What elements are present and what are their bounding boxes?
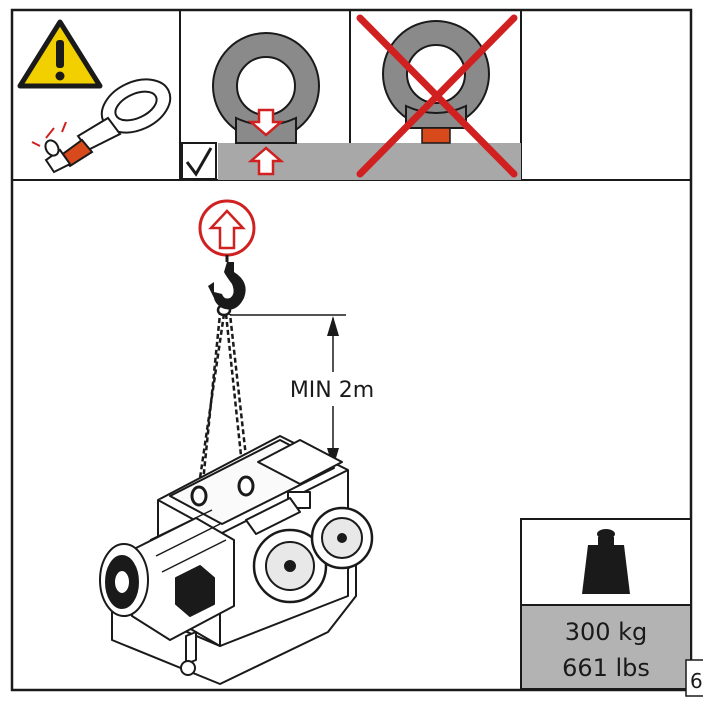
eyebolt-gap-incorrect-icon [382, 20, 490, 144]
dimension-label: MIN 2m [290, 378, 374, 403]
weight-badge: 300 kg 661 lbs [520, 518, 692, 690]
checkmark-icon [181, 142, 217, 180]
mounting-base [218, 143, 350, 180]
vacuum-pump-unit [99, 435, 374, 685]
warning-panel [17, 19, 172, 174]
corner-tag: 6 [690, 669, 703, 693]
incorrect-panel [350, 14, 521, 180]
weight-kg: 300 kg [565, 618, 648, 646]
correct-panel [181, 32, 350, 180]
eyebolt-shaft-icon [31, 78, 172, 174]
down-arrow-icon [247, 108, 285, 137]
corner-tag-box [685, 659, 703, 697]
dimension-label-bg [278, 372, 388, 406]
lift-up-arrow-icon [198, 199, 256, 257]
weight-icon [582, 529, 630, 594]
cross-out-icon [356, 14, 518, 178]
weight-lbs: 661 lbs [562, 654, 650, 682]
warning-triangle-icon [17, 19, 103, 89]
up-arrow-icon [247, 146, 285, 176]
